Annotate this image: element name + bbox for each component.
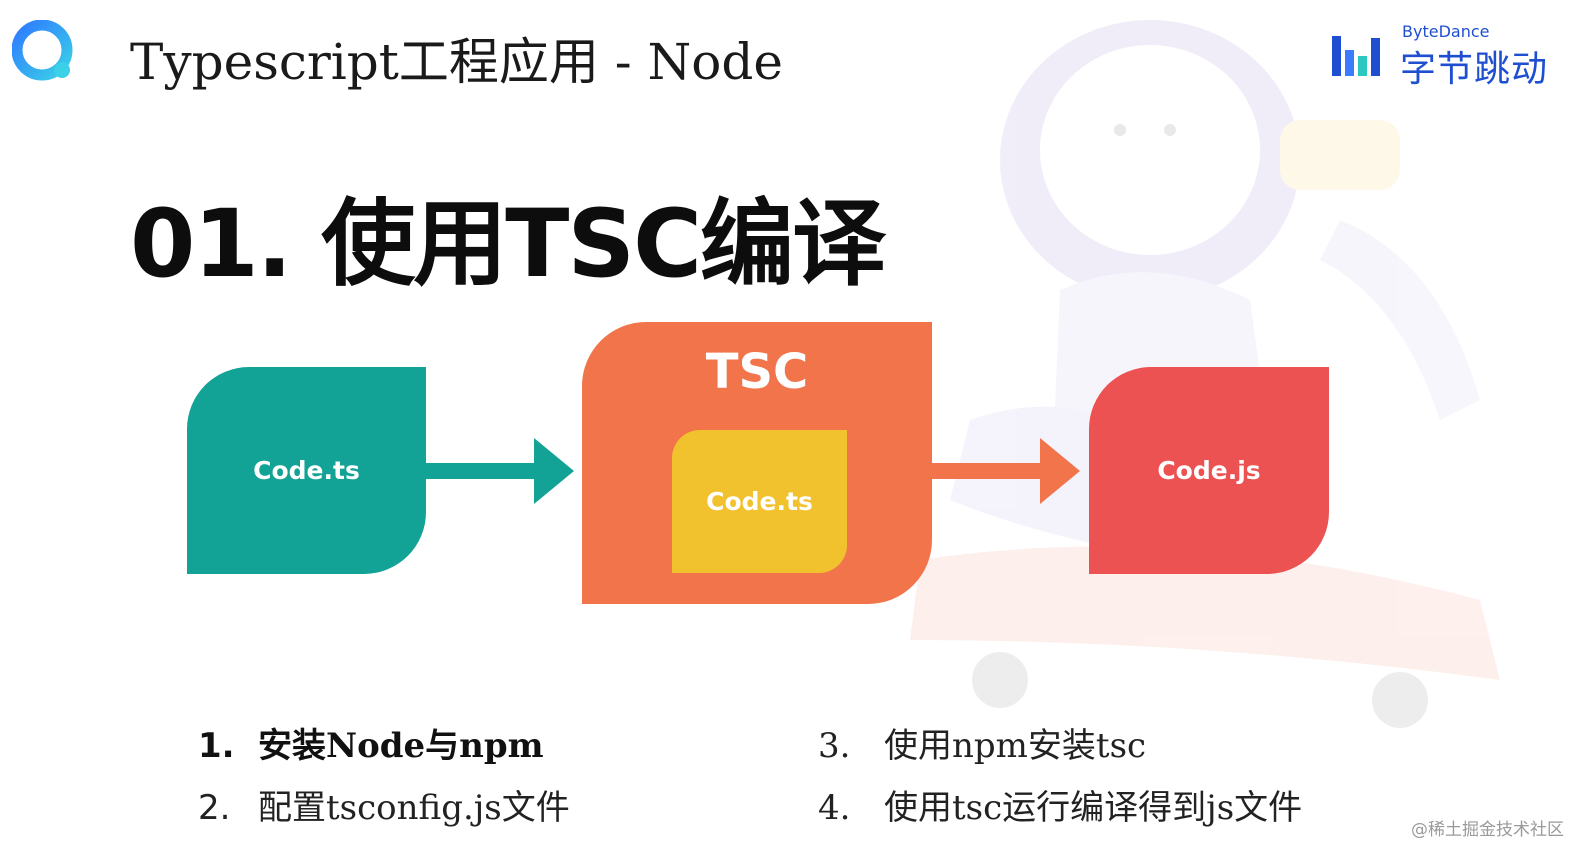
main-title: 01. 使用TSC编译 [130, 190, 886, 299]
step-text: 使用tsc运行编译得到js文件 [884, 788, 1303, 828]
step-number: 3. [818, 726, 851, 766]
inner-file-box: Code.ts [672, 430, 847, 573]
step-4: 4. 使用tsc运行编译得到js文件 [818, 780, 1302, 829]
step-number: 2. [198, 788, 231, 828]
brand-name-cn: 字节跳动 [1400, 49, 1549, 90]
step-number: 4. [818, 788, 851, 828]
output-file-label: Code.js [1157, 456, 1261, 485]
tsc-label: TSC [705, 344, 809, 400]
arrow-right-icon [426, 438, 574, 504]
source-file-label: Code.ts [253, 456, 360, 485]
credit-watermark: @稀土掘金技术社区 [1411, 820, 1564, 840]
tsc-compiler-box: TSC Code.ts [582, 322, 932, 604]
header-title: Typescript工程应用 - Node [130, 33, 783, 91]
step-1: 1. 安装Node与npm [198, 718, 544, 767]
step-text: 安装Node与npm [258, 726, 544, 766]
step-number: 1. [198, 726, 235, 766]
step-text: 配置tsconfig.js文件 [258, 788, 570, 828]
inner-file-label: Code.ts [706, 487, 813, 516]
step-text: 使用npm安装tsc [884, 726, 1147, 766]
brand-name-en: ByteDance [1402, 22, 1490, 41]
step-2: 2. 配置tsconfig.js文件 [198, 780, 570, 829]
source-file-box: Code.ts [187, 367, 426, 574]
step-3: 3. 使用npm安装tsc [818, 718, 1146, 767]
bytedance-brand: ByteDance 字节跳动 [1330, 22, 1560, 90]
output-file-box: Code.js [1089, 367, 1329, 574]
arrow-right-icon [932, 438, 1080, 504]
bytedance-logo-icon [1332, 36, 1380, 76]
app-logo-icon [12, 20, 73, 81]
